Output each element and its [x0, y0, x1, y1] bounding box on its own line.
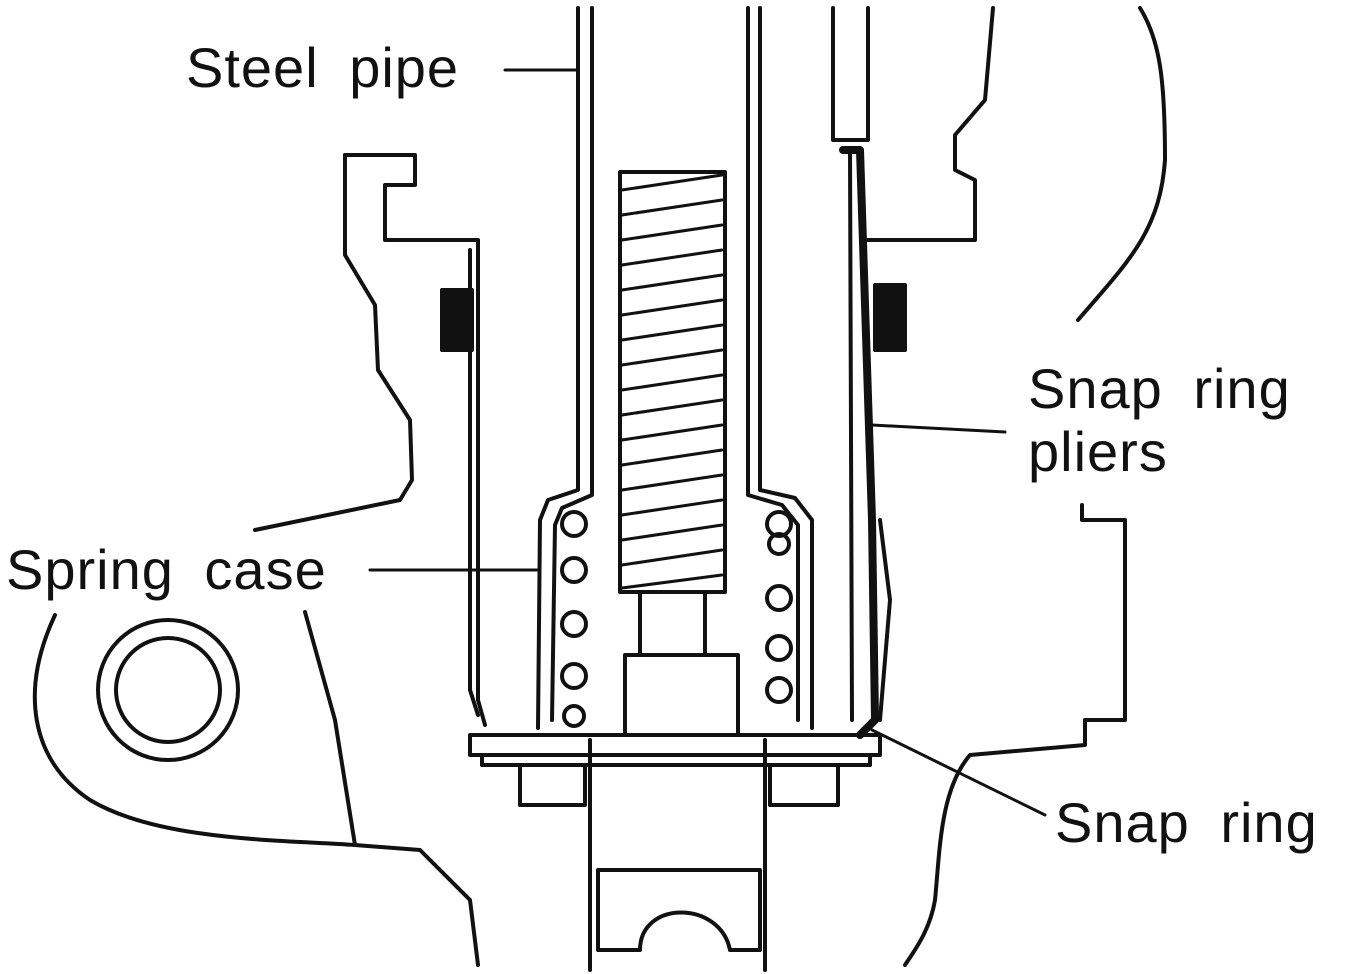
bolt-hole-outer [96, 618, 240, 762]
label-spring-case: Spring case [6, 538, 327, 601]
lower-fitting [518, 763, 587, 807]
right-knuckle [1076, 6, 1167, 322]
label-snap-ring: Snap ring [1055, 791, 1318, 854]
rod-neck [638, 590, 707, 657]
steel-pipe-right-wall-inner [746, 6, 800, 722]
label-steel-pipe: Steel pipe [186, 36, 460, 99]
seal-left [440, 288, 474, 352]
lower-cup [596, 868, 762, 952]
thread-lines [620, 173, 724, 590]
spring-coils [560, 510, 793, 728]
knuckle-inner-wall [468, 248, 480, 717]
threaded-rod [618, 170, 727, 594]
spring-case-floor [468, 733, 882, 757]
spring-case-base [480, 753, 872, 767]
lower-arm-right-edge [303, 610, 357, 847]
label-snap-ring-pliers-line2: pliers [1028, 419, 1168, 483]
steel-pipe-left-wall-inner [550, 6, 594, 722]
right-housing-lower [878, 518, 892, 722]
right-housing [866, 6, 995, 242]
label-snap-ring-pliers: Snap ring pliers [1028, 357, 1291, 483]
lower-fitting-2 [768, 763, 840, 807]
knuckle-body-left [253, 153, 414, 532]
label-snap-ring-pliers-line1: Snap ring [1028, 357, 1291, 420]
pliers-handle [831, 6, 870, 142]
leader-snap-ring [870, 728, 1047, 817]
pliers-jaw-inner [848, 148, 854, 722]
pliers-jaw [839, 146, 879, 739]
right-lower-body [903, 503, 1127, 967]
lower-arm-left [32, 613, 480, 967]
steel-pipe-left-wall [536, 6, 580, 730]
seal-right [873, 283, 907, 352]
bolt-hole-inner [114, 636, 222, 744]
rod-nut [623, 653, 740, 737]
leader-snap-ring-pliers [870, 423, 1007, 434]
knuckle-outline [343, 153, 487, 727]
steel-pipe-right-wall [758, 6, 814, 730]
